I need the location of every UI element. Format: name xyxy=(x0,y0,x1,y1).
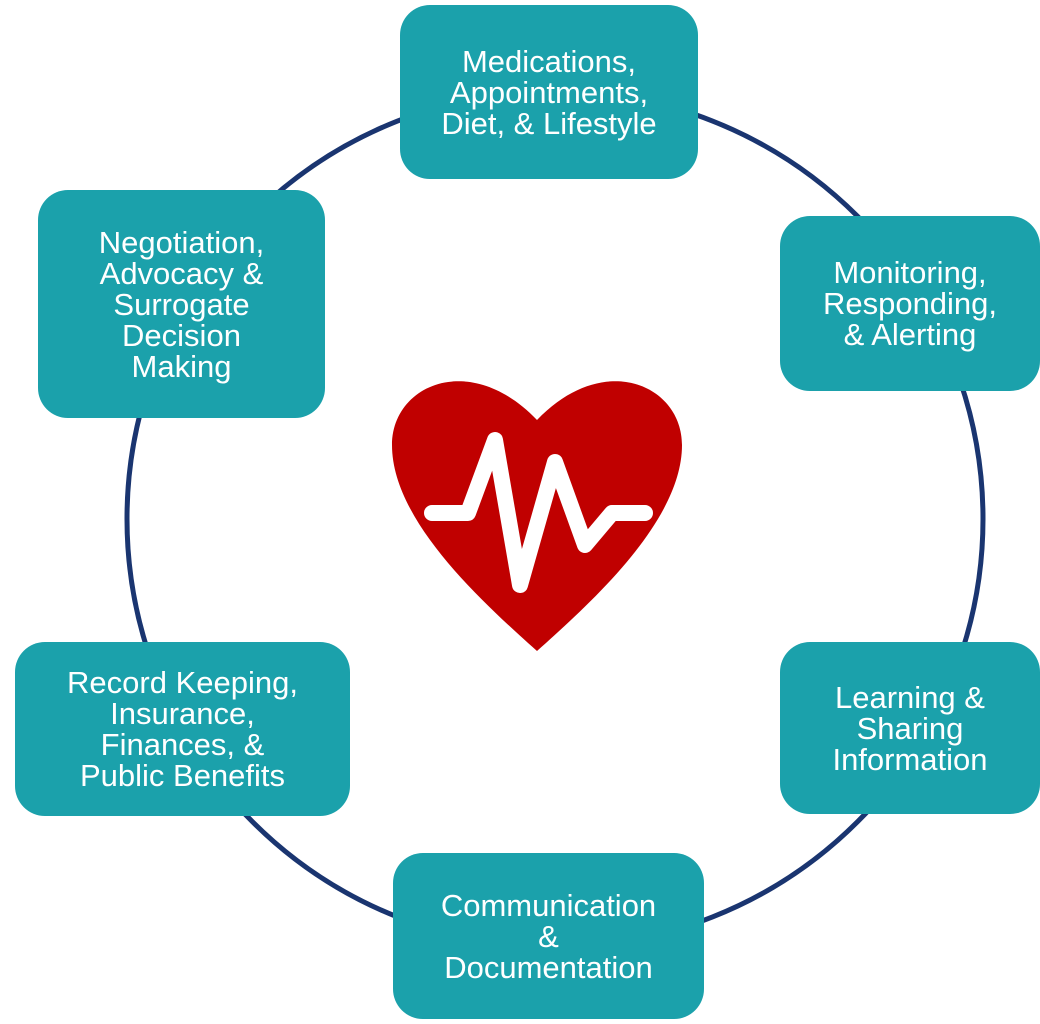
box-record-keeping: Record Keeping, Insurance, Finances, & P… xyxy=(15,642,350,816)
box-medications-appointments: Medications, Appointments, Diet, & Lifes… xyxy=(400,5,698,179)
box-communication-documentation: Communication & Documentation xyxy=(393,853,704,1019)
box-monitoring-responding: Monitoring, Responding, & Alerting xyxy=(780,216,1040,391)
pulse-line xyxy=(424,432,653,593)
box-learning-sharing: Learning & Sharing Information xyxy=(780,642,1040,814)
box-negotiation-advocacy: Negotiation, Advocacy & Surrogate Decisi… xyxy=(38,190,325,418)
